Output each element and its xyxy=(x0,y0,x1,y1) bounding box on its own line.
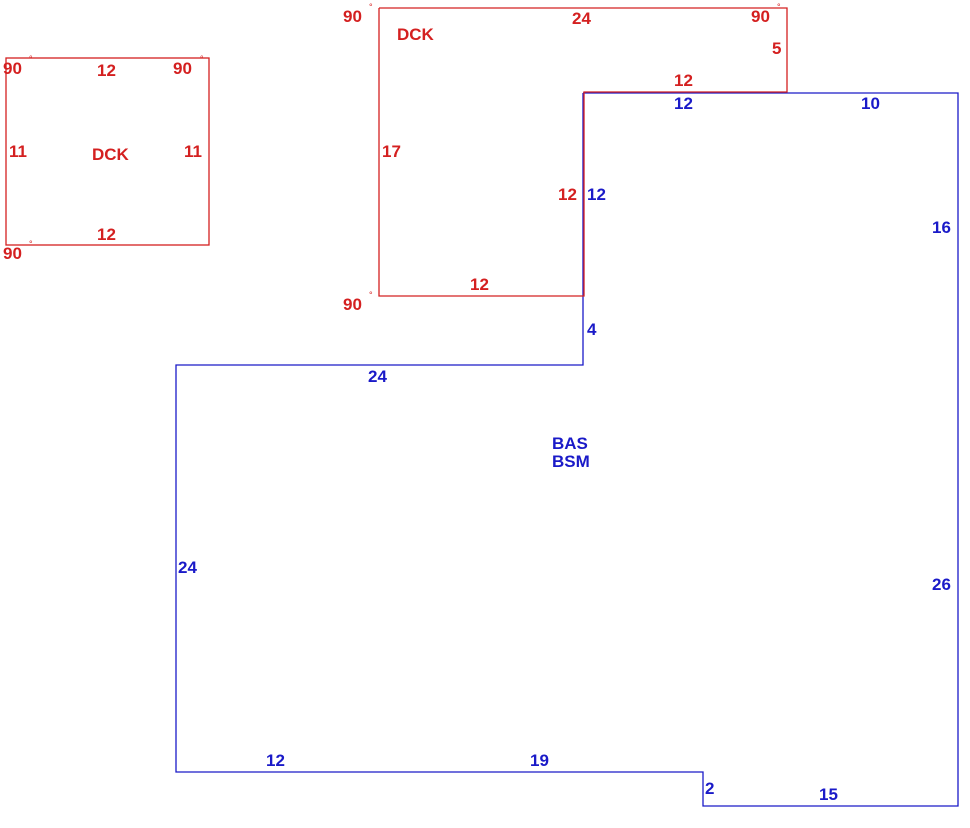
deck-upper-angle-top-right: 90 xyxy=(751,7,770,26)
deck-upper-outline xyxy=(378,7,788,297)
house-name-bas: BAS xyxy=(552,434,588,453)
deck-upper-name: DCK xyxy=(397,25,435,44)
house-left-dim: 24 xyxy=(178,558,197,577)
house-top-right-dim: 10 xyxy=(861,94,880,113)
deck-upper-step-side-dim: 12 xyxy=(558,185,577,204)
house-top-left-dim: 12 xyxy=(674,94,693,113)
house-ledge-dim: 24 xyxy=(368,367,387,386)
deck-small-angle-bottom-left: 90 xyxy=(3,244,22,263)
house-labels: BAS BSM 12 10 16 26 15 2 19 12 24 24 4 1… xyxy=(178,94,951,804)
degree-mark: ° xyxy=(200,54,204,64)
deck-small-top-dim: 12 xyxy=(97,61,116,80)
deck-small-name: DCK xyxy=(92,145,130,164)
deck-upper-top-dim: 24 xyxy=(572,9,591,28)
deck-small-bottom-dim: 12 xyxy=(97,225,116,244)
house-bottom-left-dim: 12 xyxy=(266,751,285,770)
deck-upper-angle-bottom-left: 90 xyxy=(343,295,362,314)
degree-mark: ° xyxy=(369,290,373,300)
house-jog-dim: 2 xyxy=(705,779,714,798)
house-right-upper-dim: 16 xyxy=(932,218,951,237)
deck-upper-angle-top-left: 90 xyxy=(343,7,362,26)
deck-upper-labels: DCK 24 5 12 12 12 17 90 ° 90 ° 90 ° xyxy=(343,2,781,314)
house-outline xyxy=(175,92,959,807)
house-ledge-riser-dim: 4 xyxy=(587,320,597,339)
deck-upper-bottom-dim: 12 xyxy=(470,275,489,294)
degree-mark: ° xyxy=(777,2,781,12)
house-right-lower-dim: 26 xyxy=(932,575,951,594)
house-inner-side-dim: 12 xyxy=(587,185,606,204)
degree-mark: ° xyxy=(29,239,33,249)
degree-mark: ° xyxy=(369,2,373,12)
deck-small-outline xyxy=(5,57,210,246)
house-bottom-right-dim: 15 xyxy=(819,785,838,804)
deck-upper-step-top-dim: 12 xyxy=(674,71,693,90)
deck-small-left-dim: 11 xyxy=(9,142,27,161)
house-bottom-mid-dim: 19 xyxy=(530,751,549,770)
deck-small-angle-top-left: 90 xyxy=(3,59,22,78)
deck-small-right-dim: 11 xyxy=(184,142,202,161)
degree-mark: ° xyxy=(29,54,33,64)
deck-upper-left-dim: 17 xyxy=(382,142,401,161)
deck-small-angle-top-right: 90 xyxy=(173,59,192,78)
house-name-bsm: BSM xyxy=(552,452,590,471)
deck-upper-right-dim: 5 xyxy=(772,39,781,58)
deck-small-labels: DCK 12 12 11 11 90 ° 90 ° 90 ° xyxy=(3,54,204,263)
